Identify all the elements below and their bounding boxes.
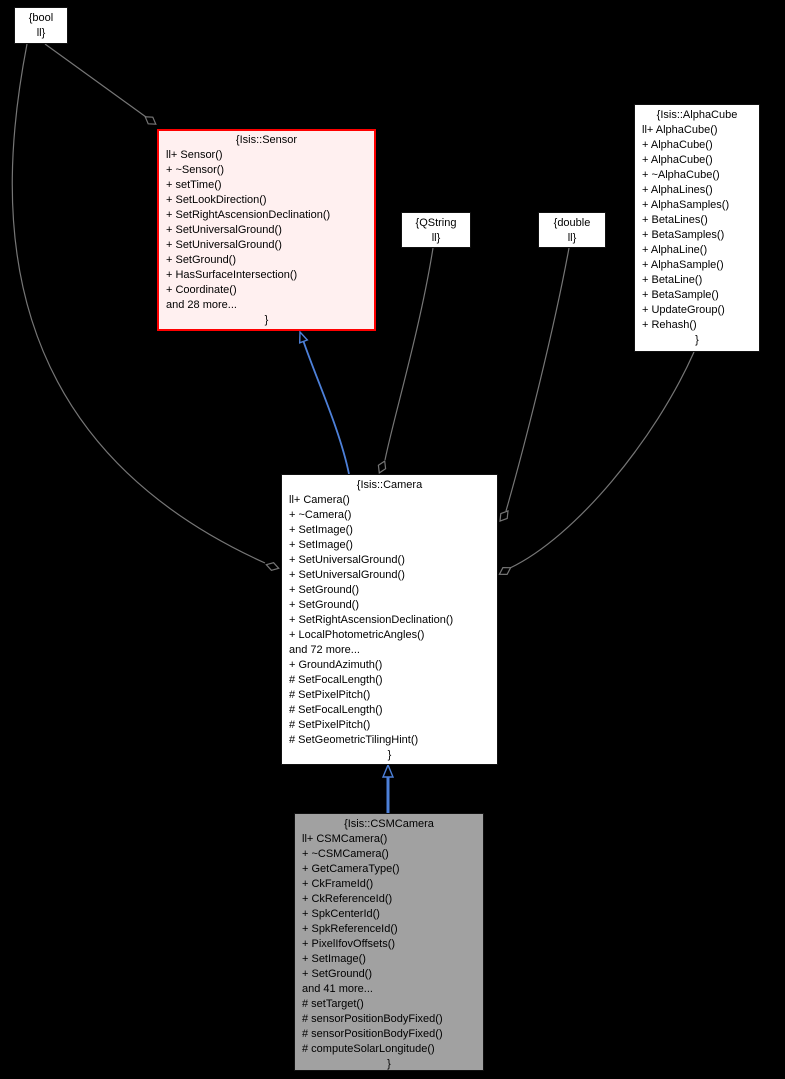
class-node-qstring-lines: {QString ll} bbox=[402, 216, 470, 246]
aggregation-diamond-bool-camera bbox=[265, 562, 280, 571]
class-node-alphacube[interactable]: {Isis::AlphaCube ll+ AlphaCube()+ AlphaC… bbox=[634, 104, 760, 352]
member-line: + SetUniversalGround() bbox=[289, 569, 405, 581]
member-line: + BetaLines() bbox=[642, 214, 708, 226]
member-line: + CkFrameId() bbox=[302, 878, 374, 890]
member-line: + SetImage() bbox=[302, 953, 366, 965]
member-line: + AlphaLines() bbox=[642, 184, 713, 196]
member-line: + UpdateGroup() bbox=[642, 304, 725, 316]
class-node-double: {double ll} bbox=[538, 212, 606, 248]
member-line: # SetFocalLength() bbox=[289, 704, 383, 716]
member-line: + SetRightAscensionDeclination() bbox=[289, 614, 454, 626]
member-line: ll} bbox=[36, 27, 46, 39]
class-members-csmcamera: ll+ CSMCamera() + ~CSMCamera() + GetCamera… bbox=[295, 832, 483, 1057]
class-title-csmcamera: {Isis::CSMCamera bbox=[344, 818, 434, 830]
member-line: # computeSolarLongitude() bbox=[302, 1043, 435, 1055]
class-closing-brace-camera: } bbox=[387, 749, 392, 761]
member-line: # sensorPositionBodyFixed() bbox=[302, 1013, 443, 1025]
member-line: + BetaLine() bbox=[642, 274, 703, 286]
edge-aggregation-alphacube-camera bbox=[509, 351, 695, 569]
member-line: + SetGround() bbox=[289, 584, 360, 596]
class-node-camera[interactable]: {Isis::Camera ll+ Camera()+ ~Camera()+ S… bbox=[281, 474, 498, 765]
member-line: + SpkCenterId() bbox=[302, 908, 380, 920]
member-line: {QString bbox=[415, 217, 457, 229]
member-line: ll+ AlphaCube() bbox=[642, 124, 718, 136]
class-members-sensor: ll+ Sensor() + ~Sensor() + setTime() + SetL… bbox=[159, 148, 374, 313]
member-line: + SetUniversalGround() bbox=[166, 224, 282, 236]
member-line: + SetUniversalGround() bbox=[166, 239, 282, 251]
member-line: {double bbox=[553, 217, 591, 229]
member-line: ll+ Camera() bbox=[289, 494, 350, 506]
class-node-double-lines: {double ll} bbox=[539, 216, 605, 246]
inheritance-arrowhead-csmcamera-camera bbox=[381, 763, 395, 778]
member-line: ll+ CSMCamera() bbox=[302, 833, 388, 845]
member-line: + AlphaSample() bbox=[642, 259, 724, 271]
member-line: + SetUniversalGround() bbox=[289, 554, 405, 566]
member-line: # SetFocalLength() bbox=[289, 674, 383, 686]
member-line: + HasSurfaceIntersection() bbox=[166, 269, 298, 281]
member-line: + SpkReferenceId() bbox=[302, 923, 398, 935]
member-line: + AlphaSamples() bbox=[642, 199, 730, 211]
inheritance-arrowhead-camera-sensor bbox=[298, 330, 309, 344]
member-line: + SetGround() bbox=[166, 254, 237, 266]
member-line: + LocalPhotometricAngles() bbox=[289, 629, 425, 641]
class-closing-brace-sensor: } bbox=[264, 314, 269, 326]
member-line: + ~AlphaCube() bbox=[642, 169, 720, 181]
member-line: + PixelIfovOffsets() bbox=[302, 938, 396, 950]
member-line: + GroundAzimuth() bbox=[289, 659, 383, 671]
member-line: # SetPixelPitch() bbox=[289, 719, 371, 731]
member-line: and 28 more... bbox=[166, 299, 237, 311]
member-line: # SetGeometricTilingHint() bbox=[289, 734, 419, 746]
member-line: + SetImage() bbox=[289, 539, 353, 551]
member-line: + ~Sensor() bbox=[166, 164, 225, 176]
member-line: + BetaSample() bbox=[642, 289, 719, 301]
class-title-alphacube: {Isis::AlphaCube bbox=[656, 109, 738, 121]
class-closing-brace-alphacube: } bbox=[695, 334, 699, 346]
member-line: + SetGround() bbox=[302, 968, 373, 980]
class-title-camera: {Isis::Camera bbox=[356, 479, 423, 491]
class-node-qstring: {QString ll} bbox=[401, 212, 471, 248]
edge-inheritance-camera-sensor bbox=[302, 341, 350, 475]
class-members-alphacube: ll+ AlphaCube() + AlphaCube() + AlphaCube(… bbox=[635, 123, 759, 333]
member-line: + GetCameraType() bbox=[302, 863, 400, 875]
member-line: ll} bbox=[431, 232, 441, 244]
member-line: + Rehash() bbox=[642, 319, 697, 331]
aggregation-diamond-qstring-camera bbox=[377, 460, 387, 474]
member-line: and 41 more... bbox=[302, 983, 373, 995]
edge-aggregation-qstring-camera bbox=[384, 247, 434, 461]
member-line: + Coordinate() bbox=[166, 284, 237, 296]
class-node-sensor[interactable]: {Isis::Sensor ll+ Sensor()+ ~Sensor()+ s… bbox=[157, 129, 376, 331]
class-closing-brace-csmcamera: } bbox=[387, 1058, 391, 1070]
member-line: + setTime() bbox=[166, 179, 222, 191]
member-line: + ~Camera() bbox=[289, 509, 352, 521]
member-line: + ~CSMCamera() bbox=[302, 848, 389, 860]
member-line: # SetPixelPitch() bbox=[289, 689, 371, 701]
member-line: + BetaSamples() bbox=[642, 229, 725, 241]
aggregation-diamond-alphacube-camera bbox=[498, 566, 512, 576]
member-line: + SetRightAscensionDeclination() bbox=[166, 209, 331, 221]
member-line: + AlphaCube() bbox=[642, 139, 713, 151]
member-line: + SetLookDirection() bbox=[166, 194, 267, 206]
member-line: ll} bbox=[567, 232, 577, 244]
class-members-camera: ll+ Camera() + ~Camera() + SetImage() + Set… bbox=[282, 493, 497, 748]
class-title-sensor: {Isis::Sensor bbox=[235, 134, 298, 146]
member-line: + AlphaCube() bbox=[642, 154, 713, 166]
member-line: {bool bbox=[28, 12, 54, 24]
member-line: and 72 more... bbox=[289, 644, 360, 656]
class-node-bool-lines: {bool ll} bbox=[15, 11, 67, 41]
aggregation-diamond-bool-sensor bbox=[144, 116, 157, 125]
member-line: # sensorPositionBodyFixed() bbox=[302, 1028, 443, 1040]
member-line: ll+ Sensor() bbox=[166, 149, 223, 161]
edge-aggregation-bool-sensor bbox=[44, 43, 147, 118]
member-line: + CkReferenceId() bbox=[302, 893, 393, 905]
edge-aggregation-double-camera bbox=[505, 247, 570, 512]
class-node-bool: {bool ll} bbox=[14, 7, 68, 44]
edge-aggregation-bool-camera bbox=[11, 43, 266, 564]
member-line: + SetImage() bbox=[289, 524, 353, 536]
aggregation-diamond-double-camera bbox=[499, 510, 509, 522]
member-line: + AlphaLine() bbox=[642, 244, 708, 256]
class-node-csmcamera[interactable]: {Isis::CSMCamera ll+ CSMCamera()+ ~CSMCa… bbox=[294, 813, 484, 1071]
member-line: # setTarget() bbox=[302, 998, 364, 1010]
member-line: + SetGround() bbox=[289, 599, 360, 611]
